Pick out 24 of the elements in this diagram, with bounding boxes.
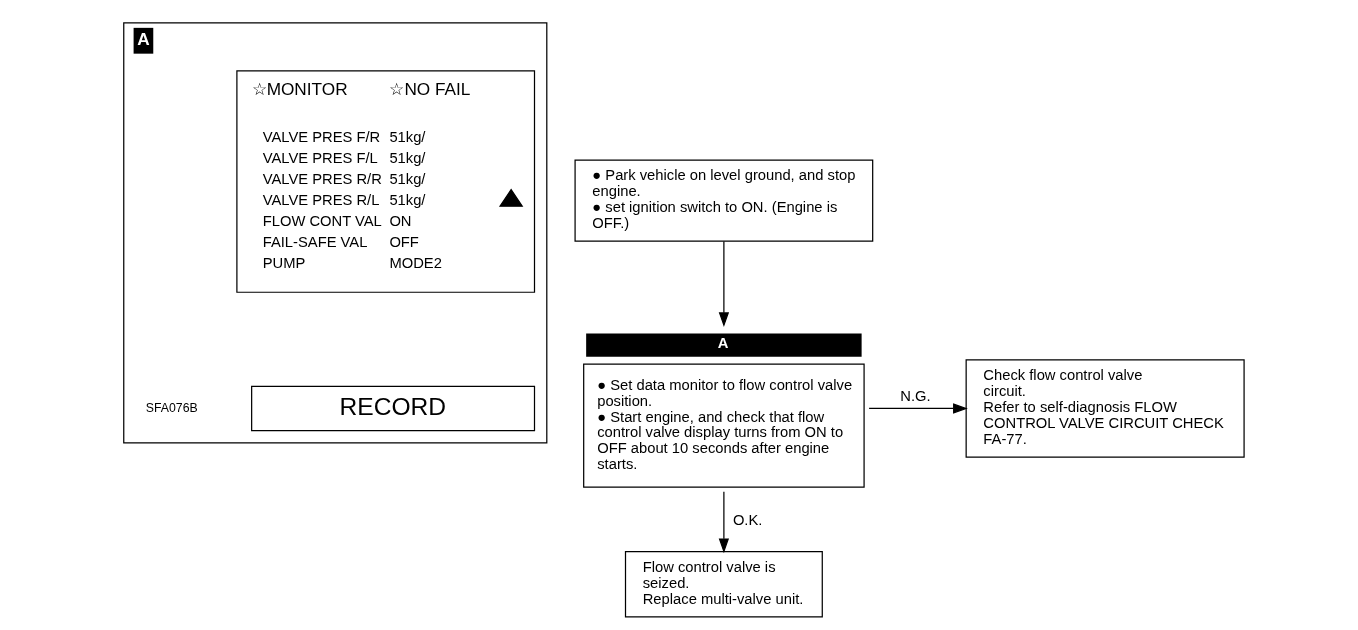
edge-label: O.K. xyxy=(732,512,763,529)
label: MODE2 xyxy=(389,254,442,271)
label: FLOW CONT VAL xyxy=(262,212,382,229)
label: VALVE PRES R/L xyxy=(262,192,380,209)
label: ON xyxy=(389,212,412,229)
label: PUMP xyxy=(262,254,306,271)
node-triangle xyxy=(498,188,524,207)
node-box: Flow control valve is seized. Replace multi-valve unit. xyxy=(624,551,823,618)
edge-label: N.G. xyxy=(900,387,931,404)
node-box: RECORD xyxy=(251,385,536,432)
label: OFF xyxy=(389,233,419,250)
label: 51kg/ xyxy=(389,192,426,209)
label: FAIL-SAFE VAL xyxy=(262,233,368,250)
node-box: ● Park vehicle on level ground, and stop engine. ● set ignition switch to ON. (Engine is OFF.) xyxy=(574,159,874,242)
label: VALVE PRES F/L xyxy=(262,150,378,167)
label: VALVE PRES F/R xyxy=(262,129,381,146)
label: 51kg/ xyxy=(389,171,426,188)
arrow xyxy=(868,403,968,414)
arrow xyxy=(718,240,730,328)
label: 51kg/ xyxy=(389,150,426,167)
node-box: Check flow control valve circuit. Refer to self-diagnosis FLOW CONTROL VALVE CIRCUIT CHECK FA-77. xyxy=(965,359,1245,458)
arrow xyxy=(718,491,730,554)
label: 51kg/ xyxy=(389,129,426,146)
label: VALVE PRES R/R xyxy=(262,171,382,188)
